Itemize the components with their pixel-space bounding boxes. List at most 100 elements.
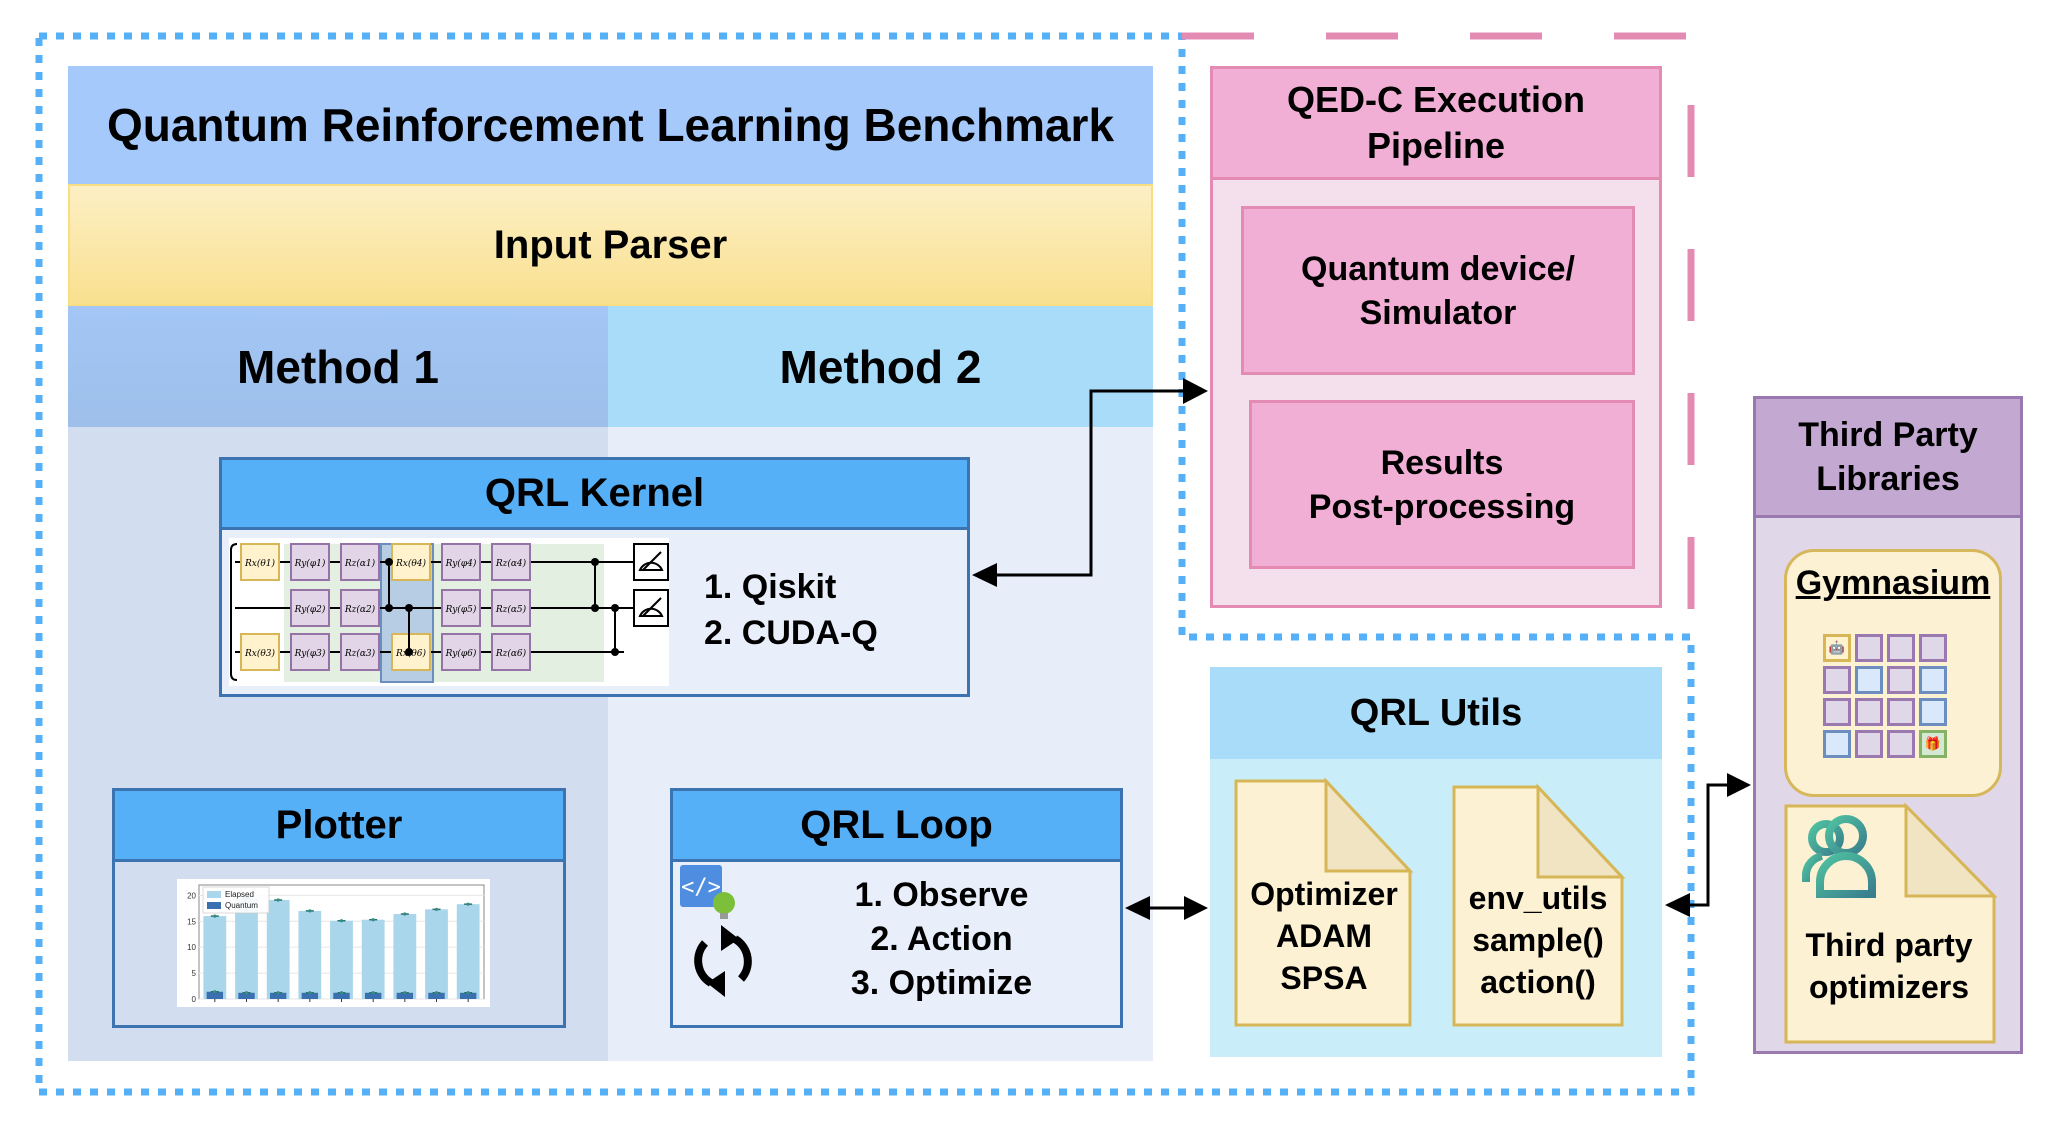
qrl-kernel[interactable]: QRL Kernel Rx(θ1)Ry(φ1)Rz(α1)Rx(θ4)Ry(φ4… bbox=[219, 457, 970, 697]
data-point bbox=[403, 912, 407, 916]
step-optimize: 3. Optimize bbox=[850, 964, 1033, 1002]
y-tick-label: 10 bbox=[187, 943, 196, 952]
optimizers-line2: optimizers bbox=[1808, 969, 1970, 1005]
optimizer-file[interactable]: Optimizer ADAM SPSA bbox=[1234, 873, 1414, 999]
gate-box bbox=[491, 589, 531, 627]
qedc-title-line1: QED-C Execution bbox=[1286, 79, 1586, 120]
control-dot bbox=[405, 648, 413, 656]
quantum-circuit: Rx(θ1)Ry(φ1)Rz(α1)Rx(θ4)Ry(φ4)Rz(α4)Ry(φ… bbox=[229, 538, 669, 686]
gate-box bbox=[240, 633, 280, 671]
y-tick-label: 15 bbox=[187, 917, 196, 926]
loop-steps: 1. Observe 2. Action 3. Optimize bbox=[763, 873, 1120, 1005]
optimizer-adam: ADAM bbox=[1276, 918, 1372, 954]
gate-box bbox=[340, 633, 380, 671]
bar-elapsed bbox=[298, 910, 322, 999]
bar-quantum bbox=[301, 992, 319, 999]
bar-quantum bbox=[428, 992, 445, 999]
data-point bbox=[213, 990, 217, 994]
gate-box bbox=[290, 633, 330, 671]
legend-label: Quantum bbox=[225, 901, 258, 910]
control-dot bbox=[385, 604, 393, 612]
data-point bbox=[244, 991, 249, 995]
svg-text:</>: </> bbox=[681, 875, 721, 900]
qrl-loop[interactable]: QRL Loop </> 1. Observe 2. Action 3. Opt… bbox=[670, 788, 1123, 1028]
data-point bbox=[276, 898, 280, 902]
gate-label: Rz(α4) bbox=[495, 558, 527, 569]
data-point bbox=[308, 909, 312, 913]
gate-box bbox=[441, 589, 481, 627]
gate-label: Ry(φ2) bbox=[294, 604, 326, 615]
bar-elapsed bbox=[425, 909, 448, 999]
data-point bbox=[276, 991, 280, 995]
gate-box bbox=[391, 543, 431, 581]
method-2-header[interactable]: Method 2 bbox=[608, 306, 1153, 427]
data-point bbox=[308, 991, 312, 995]
gate-box bbox=[340, 589, 380, 627]
qrl-kernel-title: QRL Kernel bbox=[222, 460, 967, 530]
gate-box bbox=[340, 543, 380, 581]
device-label-line1: Quantum device/ bbox=[1301, 249, 1575, 288]
legend-swatch bbox=[207, 902, 221, 909]
gift-goal-icon: 🎁 bbox=[1919, 730, 1947, 758]
input-parser[interactable]: Input Parser bbox=[68, 184, 1153, 306]
third-party-optimizers[interactable]: Third party optimizers bbox=[1784, 924, 1994, 1008]
grid-cell bbox=[1823, 698, 1851, 726]
bar-quantum bbox=[238, 992, 255, 999]
gate-label: Rz(α3) bbox=[344, 648, 376, 659]
grid-cell bbox=[1855, 666, 1883, 694]
code-bulb-icon: </> bbox=[680, 865, 735, 919]
refresh-cycle-icon bbox=[694, 925, 752, 997]
register-brace bbox=[230, 543, 238, 681]
optimizer-document-icon bbox=[1234, 777, 1414, 1027]
results-label-line2: Post-processing bbox=[1308, 487, 1576, 526]
legend-swatch bbox=[207, 891, 221, 898]
gymnasium-library[interactable]: Gymnasium 🤖🎁 bbox=[1784, 549, 2002, 797]
kernel-backends: 1. Qiskit 2. CUDA-Q bbox=[704, 564, 878, 656]
gate-box bbox=[441, 633, 481, 671]
data-point bbox=[213, 914, 217, 918]
grid-cell bbox=[1919, 698, 1947, 726]
optimizer-label: Optimizer bbox=[1250, 876, 1398, 912]
y-tick-label: 0 bbox=[192, 995, 197, 1004]
gate-label: Rx(θ4) bbox=[395, 558, 427, 569]
grid-cell bbox=[1855, 730, 1883, 758]
backend-cudaq: 2. CUDA-Q bbox=[704, 614, 878, 652]
qrl-loop-title: QRL Loop bbox=[673, 791, 1120, 862]
data-point bbox=[434, 907, 439, 911]
bar-quantum bbox=[364, 992, 382, 999]
gate-label: Ry(φ6) bbox=[445, 648, 477, 659]
grid-cell bbox=[1919, 666, 1947, 694]
gate-label: Rz(α1) bbox=[344, 558, 376, 569]
env-utils-label: env_utils bbox=[1468, 880, 1608, 916]
results-postprocessing[interactable]: Results Post-processing bbox=[1249, 400, 1635, 569]
data-point bbox=[371, 991, 375, 995]
gate-label: Rz(α5) bbox=[495, 604, 527, 615]
bar-elapsed bbox=[456, 904, 480, 999]
results-label-line1: Results bbox=[1380, 443, 1504, 482]
users-icon bbox=[1802, 815, 1876, 898]
data-point bbox=[466, 991, 470, 995]
data-point bbox=[466, 902, 470, 906]
gymnasium-title: Gymnasium bbox=[1795, 564, 1991, 602]
gate-label: Ry(φ4) bbox=[445, 558, 477, 569]
gate-box bbox=[491, 543, 531, 581]
method-1-header[interactable]: Method 1 bbox=[68, 306, 608, 427]
gridworld-environment: 🤖🎁 bbox=[1823, 634, 1947, 758]
control-dot bbox=[591, 558, 599, 566]
env-utils-file[interactable]: env_utils sample() action() bbox=[1452, 877, 1624, 1003]
control-dot bbox=[385, 558, 393, 566]
control-dot bbox=[611, 604, 619, 612]
qrl-utils[interactable]: QRL Utils Optimizer ADAM SPSA env_utils … bbox=[1210, 667, 1662, 1057]
third-party-libraries[interactable]: Third Party Libraries Gymnasium 🤖🎁 Third… bbox=[1753, 396, 2023, 1054]
grid-cell bbox=[1855, 634, 1883, 662]
gate-box bbox=[491, 633, 531, 671]
env-action: action() bbox=[1480, 964, 1596, 1000]
optimizers-document-icon bbox=[1784, 802, 1998, 1044]
qedc-pipeline[interactable]: QED-C Execution Pipeline Quantum device/… bbox=[1210, 66, 1662, 608]
measurement-icon bbox=[633, 589, 669, 627]
grid-cell bbox=[1823, 730, 1851, 758]
quantum-device-simulator[interactable]: Quantum device/ Simulator bbox=[1241, 206, 1635, 375]
